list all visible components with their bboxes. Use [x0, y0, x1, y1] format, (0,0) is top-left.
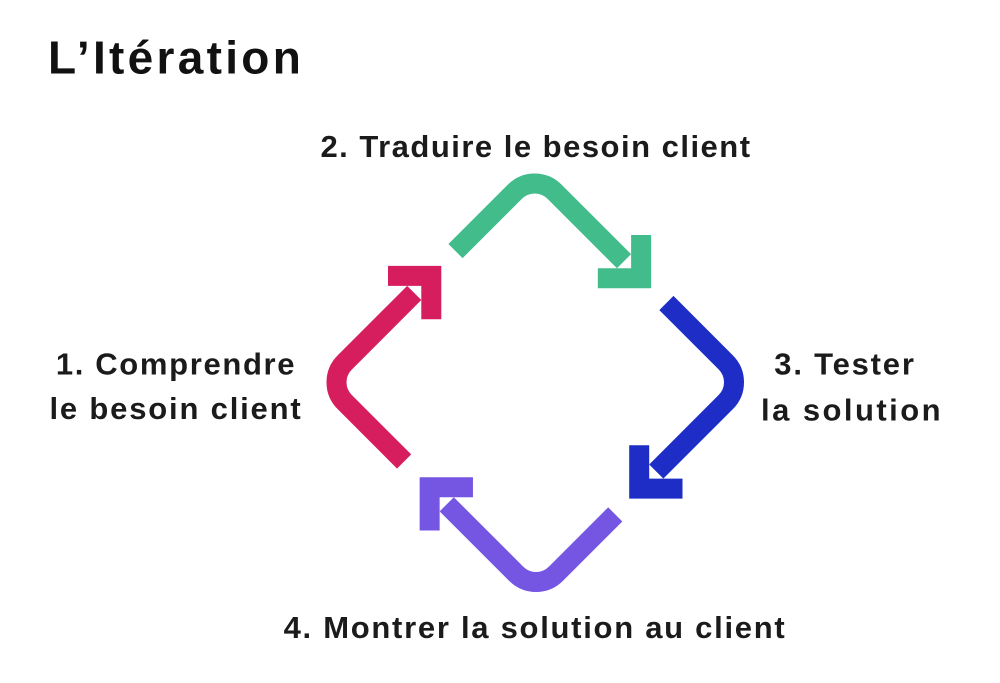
svg-text:la solution: la solution: [761, 393, 943, 428]
svg-text:2. Traduire le besoin client: 2. Traduire le besoin client: [320, 129, 751, 164]
svg-text:le besoin client: le besoin client: [49, 391, 302, 426]
svg-text:4. Montrer la solution au clie: 4. Montrer la solution au client: [284, 610, 787, 645]
svg-text:L’Itération: L’Itération: [48, 31, 304, 83]
svg-text:3. Tester: 3. Tester: [774, 347, 915, 382]
svg-text:1. Comprendre: 1. Comprendre: [56, 347, 296, 382]
